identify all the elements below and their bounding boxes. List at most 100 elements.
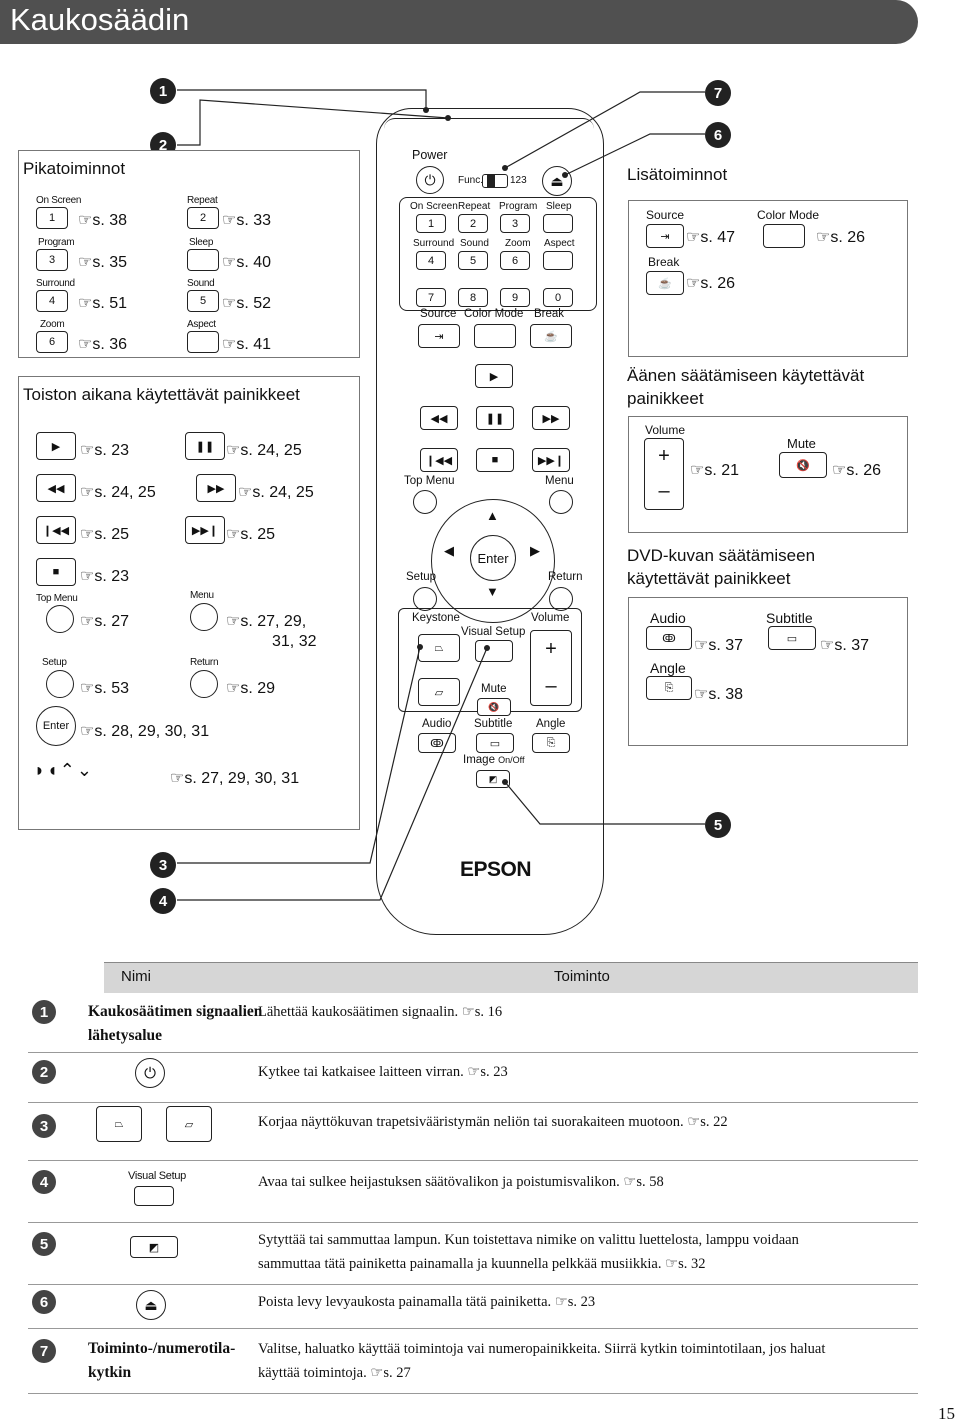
table-row: 2 ⏻ Kytkee tai katkaisee laitteen virran… [28, 1052, 918, 1103]
remote-source-icon[interactable]: ⇥ [418, 324, 460, 348]
remote-break-icon[interactable]: ☕ [530, 324, 572, 348]
remote-key-2[interactable]: 2 [458, 214, 488, 233]
quick-title: Pikatoiminnot [23, 159, 126, 178]
remote-prev-icon[interactable]: ❙◀◀ [420, 448, 458, 472]
label-setup: Setup [42, 657, 67, 668]
remote-color-mode-button[interactable] [474, 324, 516, 348]
remote-subtitle-icon[interactable]: ▭ [476, 733, 514, 753]
remote-image-onoff-icon[interactable]: ◩ [476, 770, 510, 788]
remote-keystone-down-icon[interactable]: ⏥ [418, 678, 460, 706]
row-number: 5 [32, 1232, 56, 1256]
remote-volume-icon[interactable]: +– [530, 630, 572, 706]
stop-button-icon: ■ [36, 558, 76, 586]
remote-aspect-button[interactable] [543, 251, 573, 270]
row-name: Toiminto-/numerotila-kytkin [88, 1340, 236, 1381]
label-repeat: Repeat [187, 195, 218, 206]
ref-volume: ☞s. 21 [690, 462, 740, 479]
remote-func-label: Func. [458, 175, 484, 186]
remote-top-menu-button[interactable] [413, 490, 437, 514]
remote-key-0[interactable]: 0 [543, 288, 573, 307]
rewind-button-icon: ◀◀ [36, 474, 76, 502]
remote-color-mode-label: Color Mode [464, 308, 524, 320]
break-button-icon: ☕ [646, 271, 684, 295]
ref-sleep: ☞s. 40 [222, 254, 272, 271]
remote-return-button[interactable] [549, 587, 573, 611]
remote-aspect-label: Aspect [544, 238, 575, 249]
remote-key-8[interactable]: 8 [458, 288, 488, 307]
ref-subtitle: ☞s. 37 [820, 637, 870, 654]
remote-subtitle-label: Subtitle [474, 718, 513, 730]
remote-power-label: Power [412, 148, 448, 162]
remote-left-icon[interactable]: ◀ [444, 543, 454, 558]
row-desc: Lähettää kaukosäätimen signaalin. ☞s. 16 [258, 1004, 503, 1020]
table-row: 6 ⏏ Poista levy levyaukosta painamalla t… [28, 1284, 918, 1329]
key-4: 4 [36, 290, 68, 312]
page-title: Kaukosäädin [10, 2, 190, 37]
dvd-title-2: käytettävät painikkeet [627, 569, 791, 588]
remote-rewind-icon[interactable]: ◀◀ [420, 406, 458, 430]
table-row: 4 Visual Setup Avaa tai sulkee heijastuk… [28, 1160, 918, 1223]
remote-source-label: Source [420, 308, 457, 320]
remote-audio-label: Audio [422, 718, 452, 730]
row-number: 3 [32, 1114, 56, 1138]
remote-menu-button[interactable] [549, 490, 573, 514]
ref-break: ☞s. 26 [686, 275, 736, 292]
label-source: Source [646, 208, 685, 222]
remote-visual-setup-button[interactable] [475, 640, 513, 662]
arrow-keys-icon: ◗◖⌃⌄ [34, 760, 94, 780]
remote-pause-icon[interactable]: ❚❚ [476, 406, 514, 430]
ref-source: ☞s. 47 [686, 229, 736, 246]
callout-3: 3 [150, 852, 176, 878]
ref-stop: ☞s. 23 [80, 568, 130, 585]
ref-top-menu: ☞s. 27 [80, 613, 130, 630]
remote-key-9[interactable]: 9 [500, 288, 530, 307]
remote-mute-icon[interactable]: 🔇 [477, 698, 511, 716]
remote-onscreen-label: On Screen [410, 201, 458, 212]
remote-keystone-label: Keystone [412, 612, 460, 624]
remote-down-icon[interactable]: ▼ [486, 584, 499, 599]
remote-setup-button[interactable] [413, 587, 437, 611]
eject-icon[interactable]: ⏏ [542, 166, 572, 196]
remote-angle-icon[interactable]: ⎘ [532, 733, 570, 753]
remote-audio-icon[interactable]: ↂ [418, 733, 456, 753]
menu-button-icon [190, 603, 218, 631]
key-sleep [187, 249, 219, 271]
remote-sleep-button[interactable] [543, 214, 573, 233]
row-desc: Valitse, haluatko käyttää toimintoja vai… [258, 1341, 826, 1381]
callout-4: 4 [150, 888, 176, 914]
fastforward-button-icon: ▶▶ [196, 474, 236, 502]
remote-next-icon[interactable]: ▶▶❙ [532, 448, 570, 472]
remote-key-7[interactable]: 7 [416, 288, 446, 307]
row-desc: Kytkee tai katkaisee laitteen virran. ☞s… [258, 1064, 508, 1080]
eject-icon: ⏏ [136, 1290, 166, 1320]
remote-ff-icon[interactable]: ▶▶ [532, 406, 570, 430]
setup-button-icon [46, 670, 74, 698]
remote-play-icon[interactable]: ▶ [475, 364, 513, 388]
remote-key-1[interactable]: 1 [416, 214, 446, 233]
return-button-icon [190, 670, 218, 698]
label-aspect: Aspect [187, 319, 216, 330]
remote-enter-button[interactable]: Enter [470, 535, 516, 581]
label-sleep: Sleep [189, 237, 214, 248]
table-col-function: Toiminto [554, 968, 610, 985]
remote-key-3[interactable]: 3 [500, 214, 530, 233]
func-switch[interactable] [482, 174, 508, 188]
remote-key-6[interactable]: 6 [500, 251, 530, 270]
table-col-name: Nimi [121, 968, 151, 985]
remote-stop-icon[interactable]: ■ [476, 448, 514, 472]
remote-keystone-up-icon[interactable]: ⏢ [418, 634, 460, 662]
ref-audio: ☞s. 37 [694, 637, 744, 654]
label-sound: Sound [187, 278, 215, 289]
remote-up-icon[interactable]: ▲ [486, 508, 499, 523]
ref-arrows: ☞s. 27, 29, 30, 31 [170, 770, 300, 787]
remote-break-label: Break [534, 308, 565, 320]
remote-key-5[interactable]: 5 [458, 251, 488, 270]
ref-mute: ☞s. 26 [832, 462, 882, 479]
image-onoff-icon: ◩ [130, 1236, 178, 1258]
power-icon[interactable]: ⏻ [416, 166, 444, 194]
mute-button-icon: 🔇 [779, 452, 827, 478]
remote-right-icon[interactable]: ▶ [530, 543, 540, 558]
page-number: 15 [938, 1404, 955, 1423]
remote-key-4[interactable]: 4 [416, 251, 446, 270]
